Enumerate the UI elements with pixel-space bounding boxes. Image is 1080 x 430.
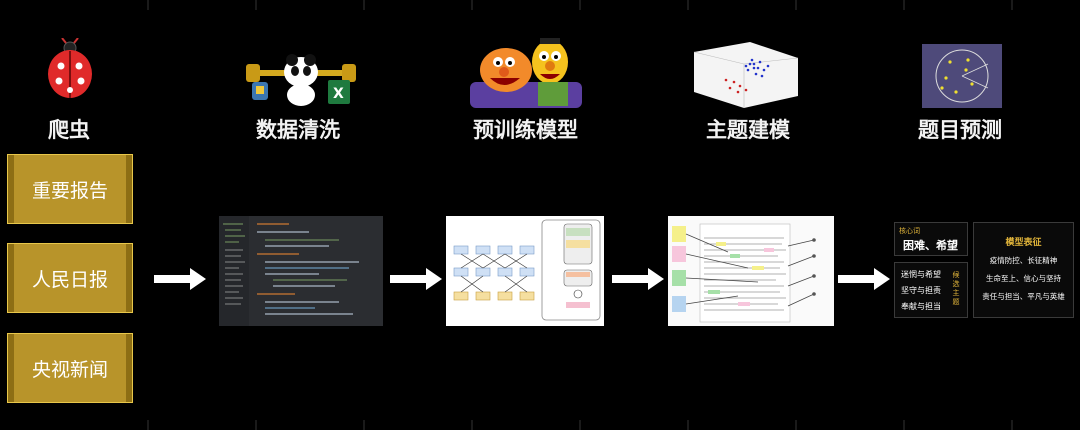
ernie-bert-icon bbox=[468, 36, 584, 112]
stage-title-predict: 题目预测 bbox=[918, 118, 1002, 142]
keyword-panel: 核心词 困难、希望 bbox=[894, 222, 968, 256]
ladybug-icon bbox=[44, 37, 96, 104]
stage-title-cleaning: 数据清洗 bbox=[256, 118, 340, 142]
arrow-right-icon bbox=[154, 268, 206, 290]
stage-title-pretrain: 预训练模型 bbox=[473, 118, 578, 142]
stage-title-crawler: 爬虫 bbox=[48, 118, 90, 142]
model-label: 模型表征 bbox=[1005, 238, 1042, 248]
keyword-text: 困难、希望 bbox=[903, 239, 958, 252]
model-panel: 模型表征 疫情防控、长征精神 生命至上、信心与坚持 责任与担当、平凡与英雄 bbox=[973, 222, 1074, 318]
source-label: 重要报告 bbox=[31, 179, 108, 202]
panda-python-excel-icon: X bbox=[246, 50, 356, 110]
circle-diagram-icon bbox=[922, 44, 1002, 112]
keyword-label: 核心词 bbox=[899, 227, 920, 235]
arrow-right-icon bbox=[390, 268, 442, 290]
code-editor-thumbnail bbox=[219, 216, 383, 326]
source-box-reports: 重要报告 bbox=[7, 154, 133, 224]
topic-model-thumbnail bbox=[668, 216, 834, 326]
3d-scatter-icon bbox=[690, 40, 802, 114]
source-box-people-daily: 人民日报 bbox=[7, 243, 133, 313]
arrow-right-icon bbox=[838, 268, 890, 290]
topic-item: 奉献与担当 bbox=[901, 302, 941, 311]
stage-title-topic: 主题建模 bbox=[706, 118, 790, 142]
svg-text:X: X bbox=[333, 86, 344, 102]
topic-label: 候选主题 bbox=[952, 271, 960, 306]
topic-panel: 迷惘与希望 坚守与担责 奉献与担当 候选主题 bbox=[894, 262, 968, 318]
model-line: 生命至上、信心与坚持 bbox=[986, 274, 1061, 283]
model-line: 责任与担当、平凡与英雄 bbox=[982, 292, 1065, 301]
topic-item: 坚守与担责 bbox=[901, 286, 941, 295]
topic-item: 迷惘与希望 bbox=[901, 270, 941, 279]
arrow-right-icon bbox=[612, 268, 664, 290]
source-label: 人民日报 bbox=[31, 268, 108, 291]
model-line: 疫情防控、长征精神 bbox=[989, 256, 1058, 265]
source-box-cctv: 央视新闻 bbox=[7, 333, 133, 403]
transformer-diagram-thumbnail bbox=[446, 216, 604, 326]
source-label: 央视新闻 bbox=[31, 358, 108, 381]
